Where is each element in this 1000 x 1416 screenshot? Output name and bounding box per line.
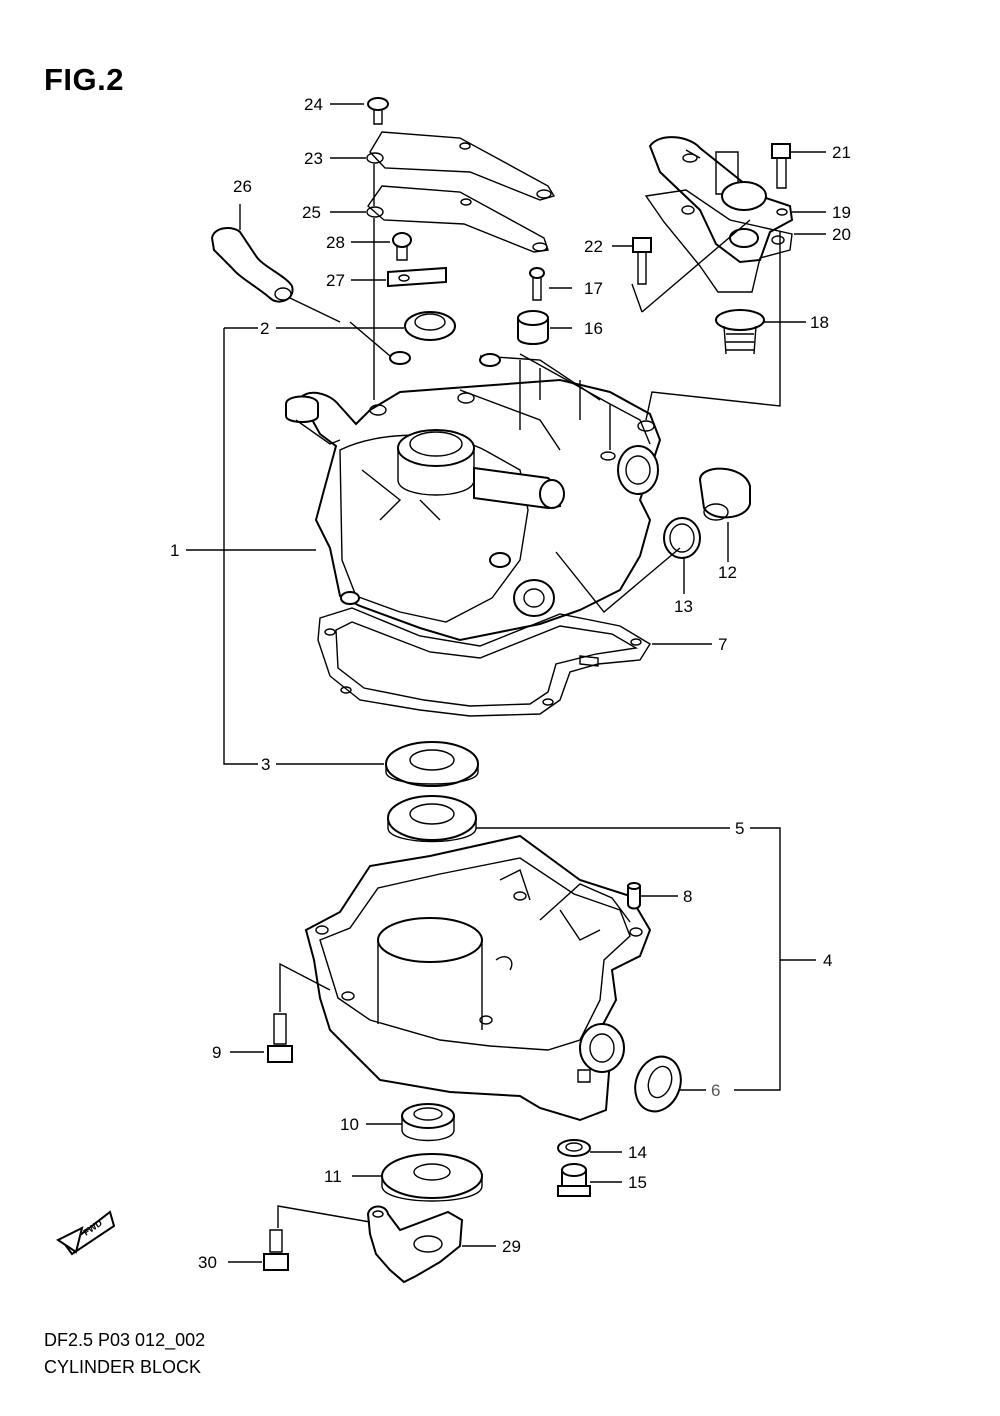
- callout-20: 20: [832, 225, 851, 244]
- part-28-screw: [392, 232, 412, 261]
- part-11-oil-pump-plate: [381, 1153, 483, 1202]
- part-12-plug: [698, 467, 751, 521]
- part-2-oil-seal: [404, 311, 456, 341]
- part-20-gasket: [644, 189, 793, 293]
- callout-15: 15: [628, 1173, 647, 1192]
- callout-4: 4: [823, 951, 832, 970]
- callout-16: 16: [584, 319, 603, 338]
- fwd-arrow-icon: FWD: [56, 1210, 116, 1256]
- callout-8: 8: [683, 887, 692, 906]
- callout-1: 1: [170, 541, 179, 560]
- part-24-screw: [367, 97, 389, 125]
- part-13-o-ring: [663, 517, 701, 559]
- callout-17: 17: [584, 279, 603, 298]
- part-10-oil-seal: [401, 1103, 455, 1142]
- callout-26: 26: [233, 177, 252, 196]
- part-19-thermostat-cover: [648, 136, 794, 264]
- part-3-bearing: [385, 741, 479, 787]
- part-4-crankcase: [304, 834, 652, 1122]
- part-17-screw: [529, 267, 545, 301]
- figure-title: FIG.2: [44, 62, 125, 97]
- callout-29: 29: [502, 1237, 521, 1256]
- part-9-bolt: [267, 1013, 293, 1063]
- part-6-oil-seal: [634, 1055, 682, 1113]
- callout-19: 19: [832, 203, 851, 222]
- callout-30: 30: [198, 1253, 217, 1272]
- callout-11: 11: [324, 1167, 342, 1186]
- callout-13: 13: [674, 597, 693, 616]
- callout-23: 23: [304, 149, 323, 168]
- part-14-gasket: [557, 1139, 591, 1157]
- part-25-gasket: [366, 185, 549, 253]
- callout-27: 27: [326, 271, 345, 290]
- part-7-gasket: [317, 607, 651, 717]
- callout-18: 18: [810, 313, 829, 332]
- callout-2: 2: [260, 319, 269, 338]
- callout-6: 6: [711, 1081, 720, 1100]
- callout-24: 24: [304, 95, 323, 114]
- part-29-plate: [366, 1205, 464, 1284]
- callout-10: 10: [340, 1115, 359, 1134]
- part-22-bolt: [632, 237, 652, 285]
- callout-14: 14: [628, 1143, 647, 1162]
- callout-25: 25: [302, 203, 321, 222]
- callout-5: 5: [735, 819, 744, 838]
- figure-name: CYLINDER BLOCK: [44, 1357, 202, 1377]
- callout-12: 12: [718, 563, 737, 582]
- figure-code: DF2.5 P03 012_002: [44, 1330, 206, 1350]
- part-27-plate: [387, 266, 447, 288]
- part-5-bearing: [387, 795, 477, 843]
- part-26-hose: [210, 227, 294, 303]
- callout-22: 22: [584, 237, 603, 256]
- callout-3: 3: [261, 755, 270, 774]
- leader-lines: [186, 103, 826, 1263]
- part-8-dowel: [627, 882, 641, 910]
- callout-21: 21: [832, 143, 851, 162]
- callout-9: 9: [212, 1043, 221, 1062]
- callout-7: 7: [718, 635, 727, 654]
- part-21-bolt: [771, 143, 791, 189]
- part-23-plate: [366, 131, 556, 201]
- part-16-dowel: [517, 310, 549, 345]
- callout-labels: 1 2 3 4 5 6 7 8 9 10 11 12 13 14 15 16 1…: [170, 95, 851, 1272]
- callout-28: 28: [326, 233, 345, 252]
- part-1-cylinder-block: [285, 351, 662, 642]
- part-15-drain-plug: [557, 1163, 591, 1197]
- part-18-thermostat: [715, 309, 765, 355]
- part-30-bolt: [263, 1229, 289, 1271]
